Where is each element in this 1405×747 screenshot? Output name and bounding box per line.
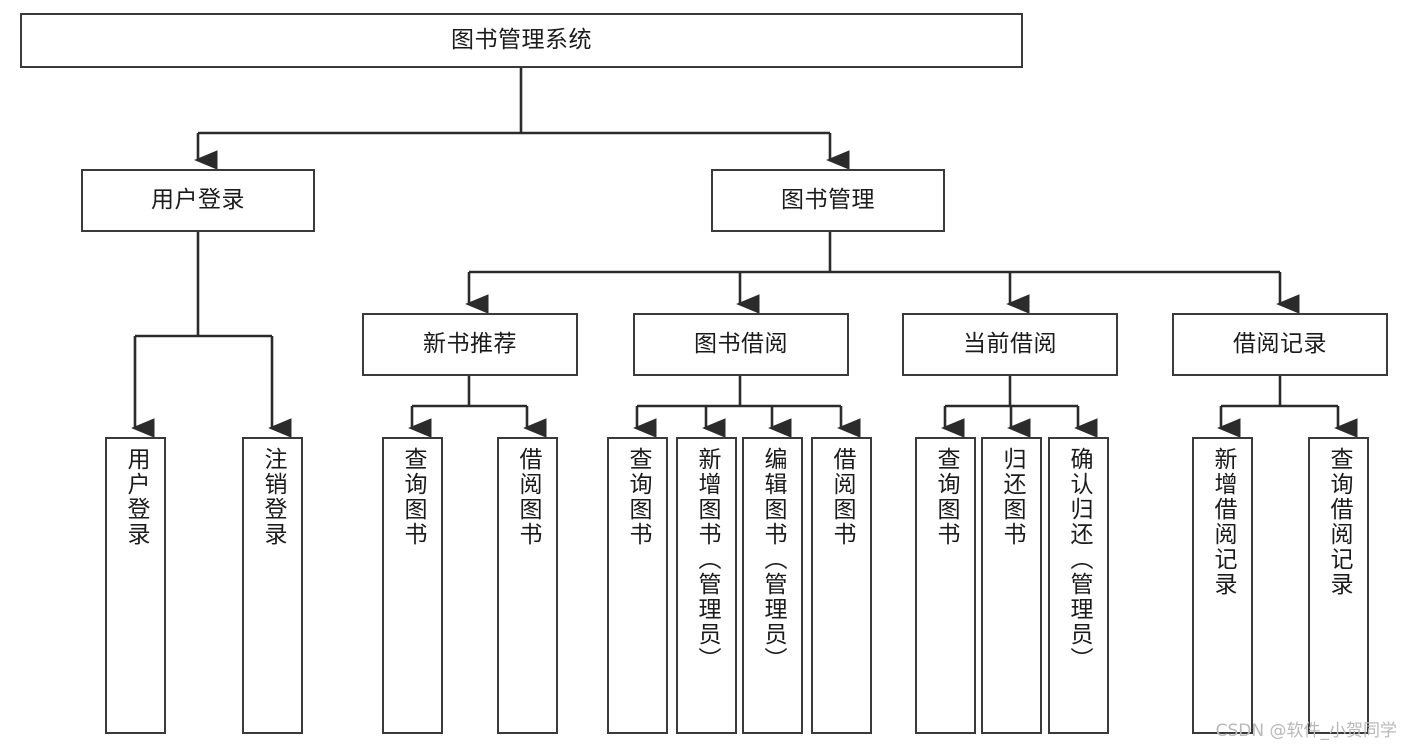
leaf-query-book-current[interactable]: 查询图书 [915, 437, 976, 734]
node-label: 借阅图书 [829, 447, 855, 547]
node-label: 新增借阅记录 [1210, 447, 1236, 597]
node-label: 图书管理系统 [451, 26, 592, 53]
leaf-add-borrow-record[interactable]: 新增借阅记录 [1192, 437, 1253, 734]
node-label: 查询图书 [933, 447, 959, 547]
node-label: 注销登录 [260, 447, 286, 547]
node-label: 新增图书（管理员） [694, 447, 720, 672]
leaf-borrow-book-new-book[interactable]: 借阅图书 [497, 437, 558, 734]
node-label: 当前借阅 [963, 330, 1057, 357]
csdn-watermark: CSDN @软件_小贺同学 [1215, 721, 1397, 741]
node-label: 图书借阅 [694, 330, 788, 357]
node-label: 新书推荐 [423, 330, 517, 357]
node-book-borrow[interactable]: 图书借阅 [633, 313, 849, 376]
node-new-book-recommend[interactable]: 新书推荐 [362, 313, 578, 376]
leaf-query-borrow-record[interactable]: 查询借阅记录 [1308, 437, 1369, 734]
node-label: 用户登录 [123, 447, 149, 547]
node-label: 查询借阅记录 [1326, 447, 1352, 597]
node-label: 用户登录 [151, 186, 245, 213]
node-label: 编辑图书（管理员） [760, 447, 786, 672]
node-label: 查询图书 [400, 447, 426, 547]
leaf-borrow-book[interactable]: 借阅图书 [811, 437, 872, 734]
leaf-edit-book-admin[interactable]: 编辑图书（管理员） [742, 437, 803, 734]
node-label: 归还图书 [999, 447, 1025, 547]
node-label: 图书管理 [781, 186, 875, 213]
leaf-return-book[interactable]: 归还图书 [981, 437, 1042, 734]
node-root-book-management-system[interactable]: 图书管理系统 [20, 13, 1023, 68]
node-label: 借阅图书 [515, 447, 541, 547]
leaf-add-book-admin[interactable]: 新增图书（管理员） [676, 437, 737, 734]
node-current-borrow[interactable]: 当前借阅 [902, 313, 1118, 376]
node-user-login[interactable]: 用户登录 [81, 169, 315, 232]
leaf-query-book-borrow[interactable]: 查询图书 [607, 437, 668, 734]
node-label: 借阅记录 [1233, 330, 1327, 357]
leaf-query-book-new-book[interactable]: 查询图书 [382, 437, 443, 734]
leaf-confirm-return-admin[interactable]: 确认归还（管理员） [1048, 437, 1109, 734]
node-label: 查询图书 [625, 447, 651, 547]
leaf-user-login[interactable]: 用户登录 [105, 437, 166, 734]
node-borrow-record[interactable]: 借阅记录 [1172, 313, 1388, 376]
node-label: 确认归还（管理员） [1066, 447, 1092, 672]
node-book-management[interactable]: 图书管理 [711, 169, 945, 232]
leaf-user-logout[interactable]: 注销登录 [242, 437, 303, 734]
